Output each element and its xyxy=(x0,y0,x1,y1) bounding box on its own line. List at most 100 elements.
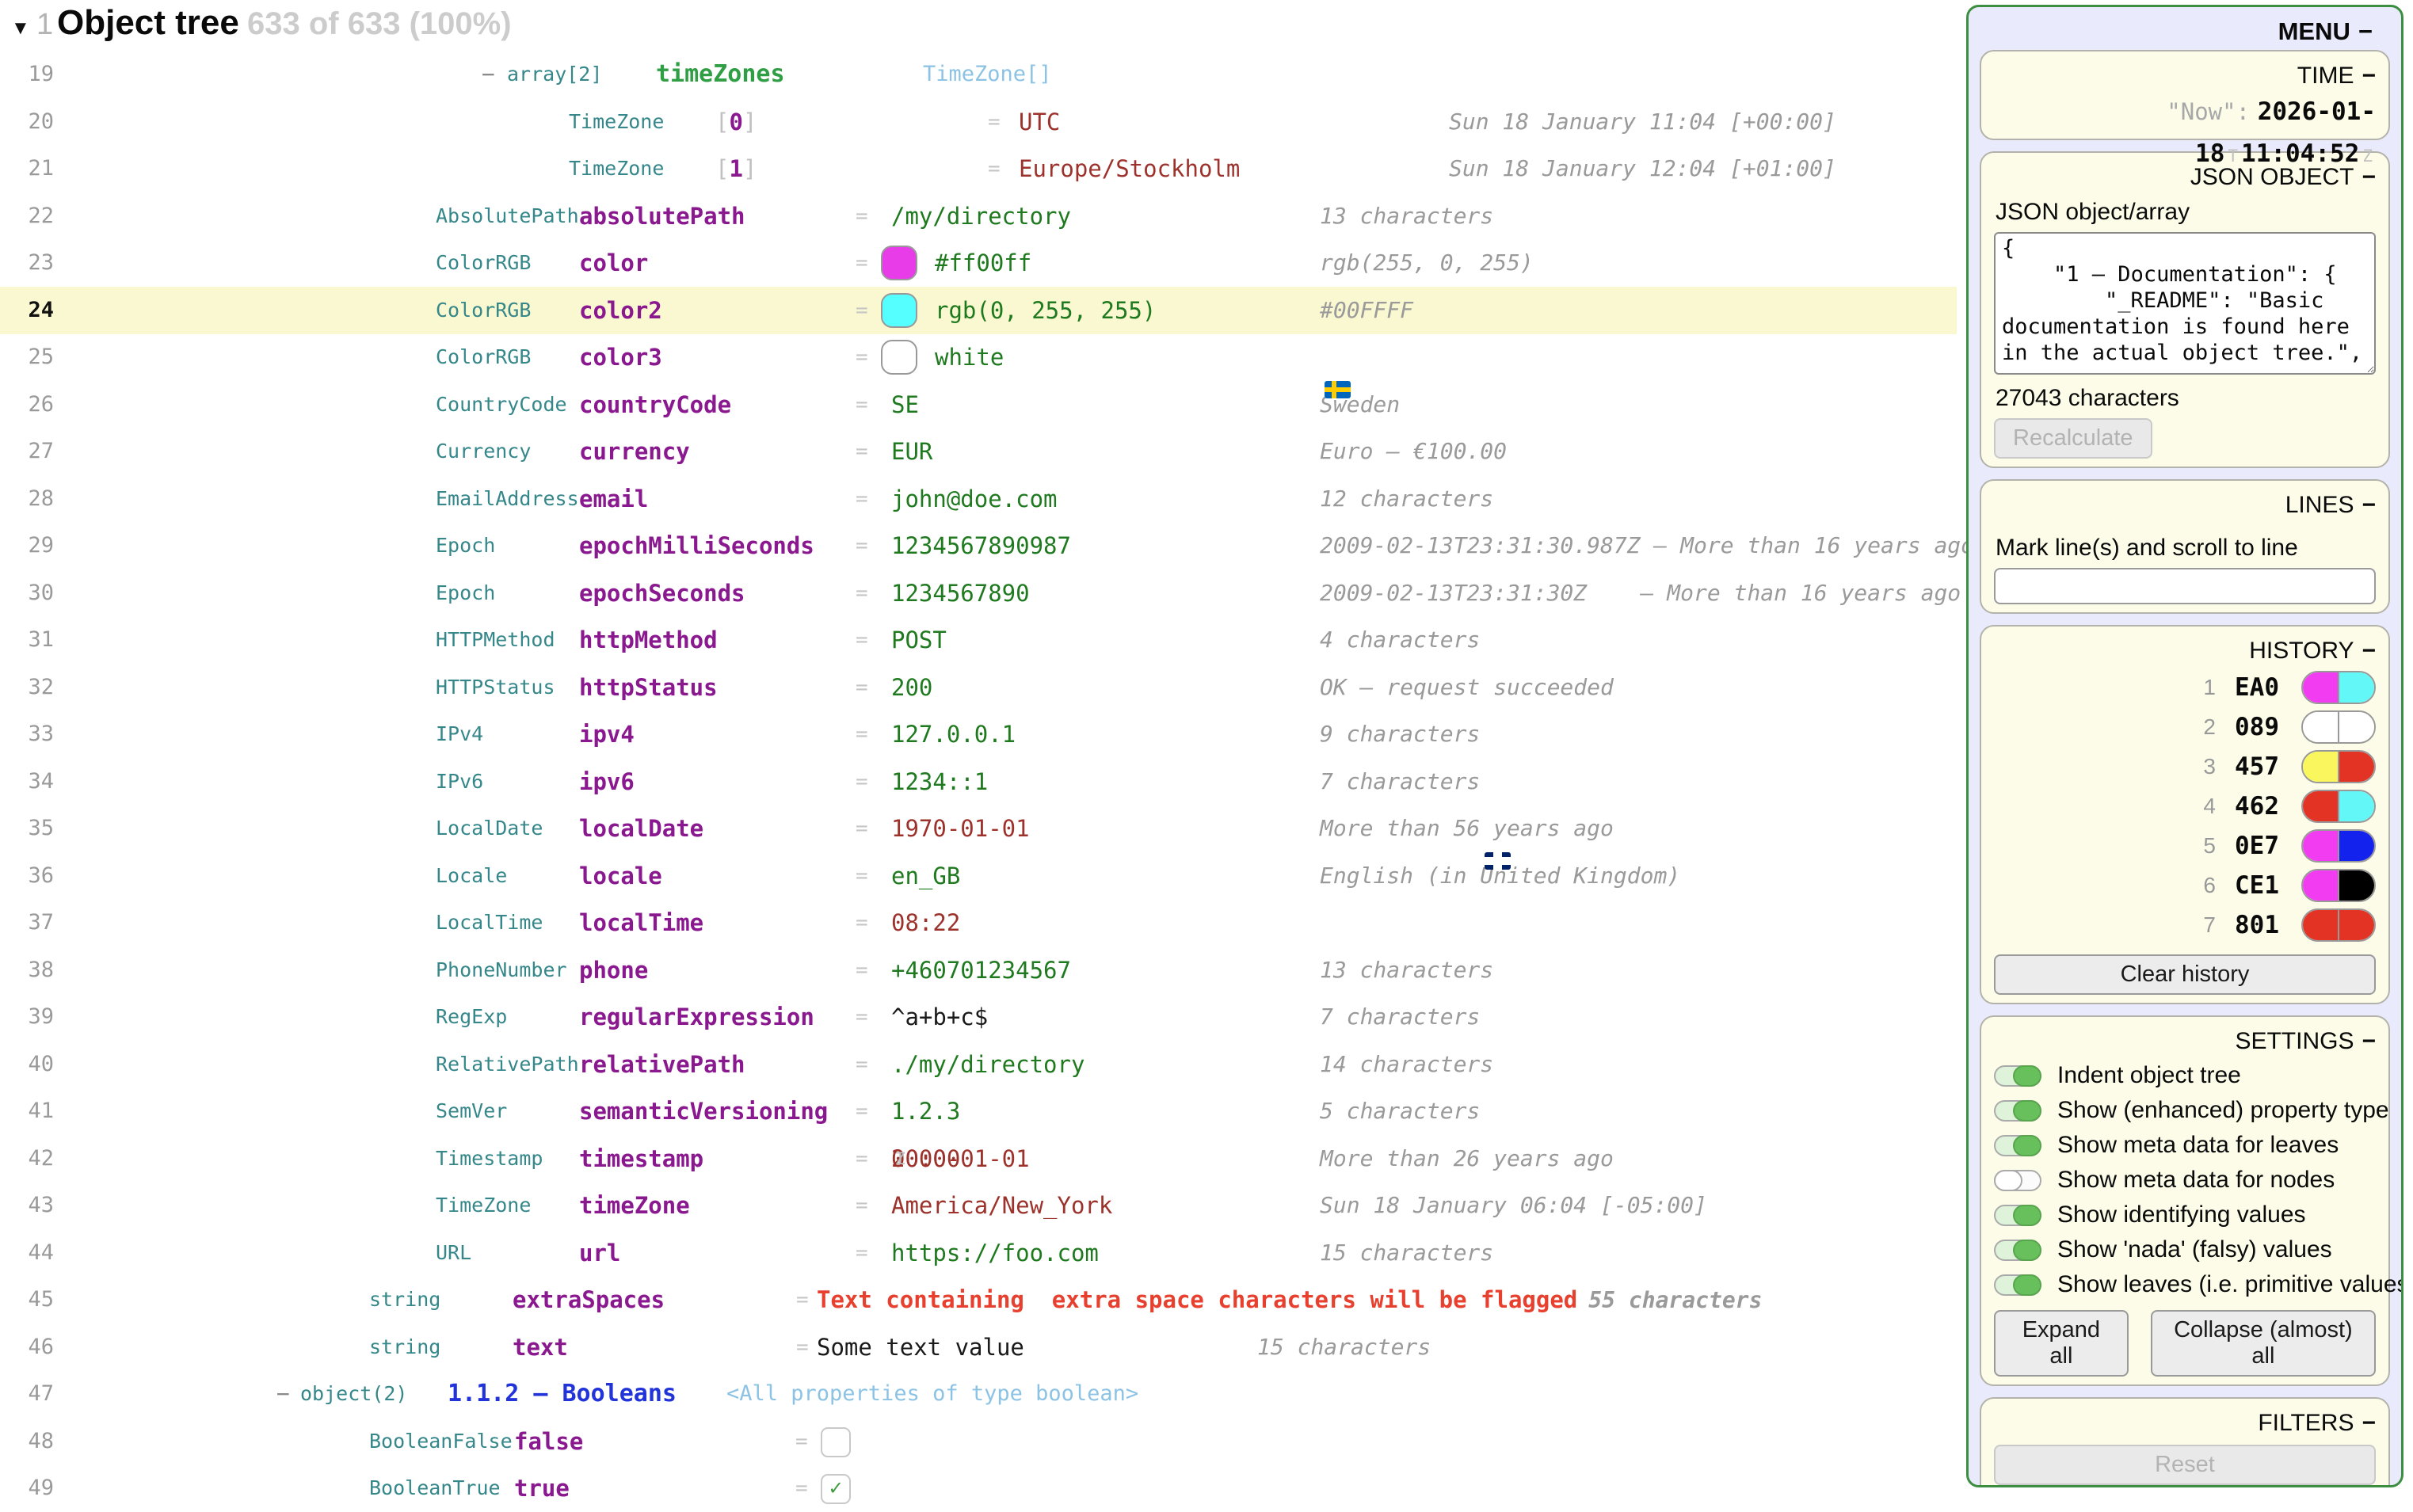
tree-row[interactable]: 47−object(2)1.1.2 – Booleans<All propert… xyxy=(0,1370,1957,1418)
time-z-separator: Z xyxy=(2362,147,2373,166)
lines-collapse-icon[interactable]: − xyxy=(2362,492,2376,518)
settings-collapse-icon[interactable]: − xyxy=(2362,1028,2376,1054)
recalculate-button[interactable]: Recalculate xyxy=(1994,418,2152,459)
property-name[interactable]: epochSeconds xyxy=(579,579,745,607)
property-name[interactable]: locale xyxy=(579,862,662,889)
filters-collapse-icon[interactable]: − xyxy=(2362,1410,2376,1436)
property-name[interactable]: url xyxy=(579,1239,621,1266)
history-collapse-icon[interactable]: − xyxy=(2362,638,2376,664)
property-name[interactable]: ipv4 xyxy=(579,721,635,748)
mark-lines-input[interactable] xyxy=(1994,568,2376,604)
toggle-switch[interactable] xyxy=(1994,1134,2041,1156)
property-name[interactable]: text xyxy=(513,1333,568,1361)
property-name[interactable]: phone xyxy=(579,956,649,984)
history-color-pill[interactable] xyxy=(2301,829,2376,863)
history-color-pill[interactable] xyxy=(2301,750,2376,783)
toggle-switch[interactable] xyxy=(1994,1274,2041,1296)
history-color-pill[interactable] xyxy=(2301,869,2376,902)
node-name[interactable]: 1.1.2 – Booleans xyxy=(448,1380,677,1407)
time-collapse-icon[interactable]: − xyxy=(2362,63,2376,89)
property-name[interactable]: httpStatus xyxy=(579,673,718,701)
property-name[interactable]: httpMethod xyxy=(579,627,718,653)
collapse-almost-all-button[interactable]: Collapse (almost) all xyxy=(2150,1310,2376,1377)
clear-history-button[interactable]: Clear history xyxy=(1994,954,2376,995)
meta-text: 4 characters xyxy=(1320,627,1481,653)
property-name[interactable]: regularExpression xyxy=(579,1004,814,1030)
history-color-pill[interactable] xyxy=(2301,710,2376,744)
history-color-pill[interactable] xyxy=(2301,908,2376,942)
node-name[interactable]: timeZones xyxy=(656,60,785,88)
collapse-caret-icon[interactable]: ▼ xyxy=(11,17,30,39)
menu-collapse-icon[interactable]: − xyxy=(2358,17,2373,45)
expand-all-button[interactable]: Expand all xyxy=(1994,1310,2129,1377)
property-name[interactable]: currency xyxy=(579,438,690,465)
reset-filters-button[interactable]: Reset xyxy=(1994,1445,2376,1485)
property-name[interactable]: absolutePath xyxy=(579,202,745,230)
property-name[interactable]: timeZone xyxy=(579,1192,690,1219)
property-name[interactable]: extraSpaces xyxy=(513,1286,665,1313)
property-name[interactable]: color2 xyxy=(579,296,662,324)
toggle-label: Show 'nada' (falsy) values xyxy=(2057,1236,2332,1263)
collapse-dash-icon[interactable]: − xyxy=(276,1381,290,1407)
property-name[interactable]: email xyxy=(579,485,649,512)
history-code: 457 xyxy=(2235,752,2279,781)
property-name[interactable]: localDate xyxy=(579,815,704,842)
toggle-switch[interactable] xyxy=(1994,1064,2041,1087)
equals-sign: = xyxy=(988,157,1001,181)
property-name[interactable]: timestamp xyxy=(579,1144,704,1172)
property-name[interactable]: localTime xyxy=(579,909,704,936)
toggle-switch[interactable] xyxy=(1994,1169,2041,1191)
json-input-textarea[interactable] xyxy=(1994,232,2376,375)
toggle-switch[interactable] xyxy=(1994,1099,2041,1122)
json-collapse-icon[interactable]: − xyxy=(2362,164,2376,190)
lines-card: LINES− Mark line(s) and scroll to line xyxy=(1980,479,2390,614)
property-name[interactable]: color xyxy=(579,249,649,276)
collapse-dash-icon[interactable]: − xyxy=(482,61,495,87)
property-name[interactable]: epochMilliSeconds xyxy=(579,532,814,559)
property-name[interactable]: ipv6 xyxy=(579,767,635,795)
property-name[interactable]: relativePath xyxy=(579,1050,745,1078)
property-name[interactable]: semanticVersioning xyxy=(579,1098,829,1125)
history-color-pill[interactable] xyxy=(2301,671,2376,704)
toggle-switch[interactable] xyxy=(1994,1239,2041,1261)
history-color-pill[interactable] xyxy=(2301,790,2376,823)
property-name[interactable]: color3 xyxy=(579,344,662,371)
toggle-switch[interactable] xyxy=(1994,1204,2041,1226)
node-hint: TimeZone[] xyxy=(923,62,1052,86)
property-name[interactable]: false xyxy=(514,1427,584,1455)
property-name[interactable]: true xyxy=(514,1475,570,1502)
property-name[interactable]: countryCode xyxy=(579,390,732,418)
